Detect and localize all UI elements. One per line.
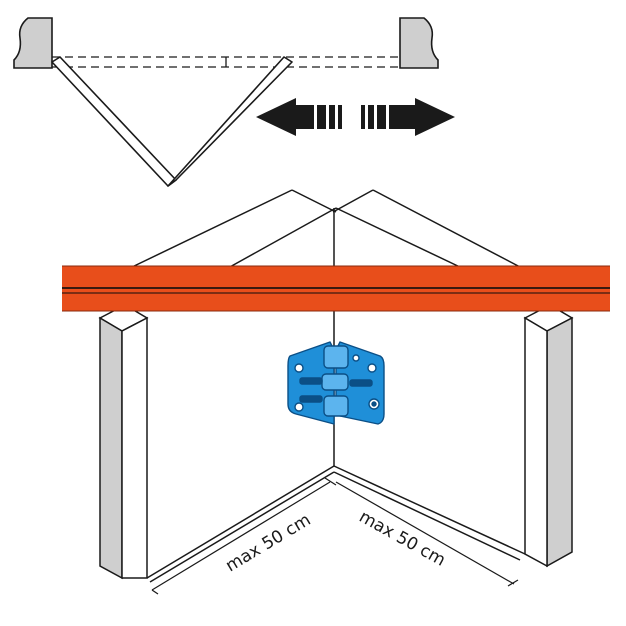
- dashed-closed-position: [52, 56, 400, 68]
- top-view-plan: [13, 17, 439, 187]
- corner-hinge-connector-icon: [287, 341, 385, 425]
- right-arrow-head: [415, 98, 455, 136]
- left-upright-profile: [13, 17, 53, 69]
- left-side-panel: [98, 304, 149, 580]
- right-side-panel: [523, 304, 574, 568]
- orange-shelf-beam: [62, 265, 610, 312]
- dimension-lines: [151, 477, 519, 595]
- panel-top-edges: [129, 189, 523, 269]
- left-arrow-head: [256, 98, 296, 136]
- right-upright-profile: [399, 17, 439, 69]
- v-shaped-panels-top-view-icon: [51, 56, 293, 187]
- inner-corner-walls: [146, 305, 526, 583]
- double-dashed-arrow-icon: [256, 98, 455, 136]
